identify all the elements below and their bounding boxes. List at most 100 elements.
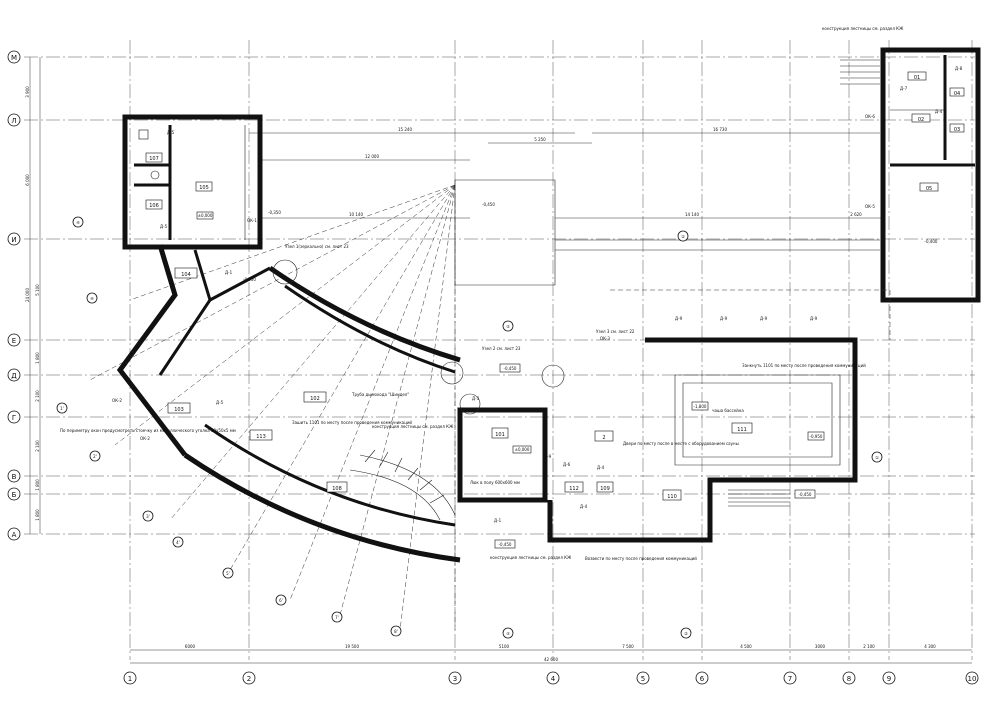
svg-text:чаша бассейна: чаша бассейна	[712, 408, 744, 413]
axis-marker-10: 10	[965, 671, 979, 685]
svg-text:3 900: 3 900	[25, 86, 30, 98]
local-markers: ④ ② ③ ③ ② ① ④	[72, 216, 883, 639]
svg-text:Люк в полу 600х600 мм: Люк в полу 600х600 мм	[470, 480, 520, 485]
axis-marker-l: Л	[7, 113, 21, 127]
svg-text:Д-3: Д-3	[472, 396, 480, 401]
svg-text:Труба дымохода "Шиндел": Труба дымохода "Шиндел"	[351, 392, 409, 397]
svg-text:112: 112	[569, 486, 579, 492]
svg-text:8': 8'	[394, 629, 398, 634]
svg-text:3000: 3000	[815, 644, 826, 649]
svg-text:Д-7: Д-7	[900, 86, 908, 91]
top-right-stair: конструкция лестницы см. раздел КЖ	[822, 26, 904, 85]
svg-text:Д-1: Д-1	[225, 270, 233, 275]
svg-text:ОК-2: ОК-2	[140, 436, 150, 441]
svg-text:4 500: 4 500	[740, 644, 752, 649]
svg-text:конструкция лестницы см. разде: конструкция лестницы см. раздел КЖ	[822, 26, 904, 31]
axis-marker-5: 5	[636, 671, 650, 685]
axis-marker-1: 1	[123, 671, 137, 685]
svg-text:113: 113	[256, 434, 266, 440]
axis-marker-6: 6	[695, 671, 709, 685]
door-labels: Д-5 Д-5 Д-1 Д-5 Д-3 Д-9 Д-6 Д-4 Д-4 Д-1 …	[160, 66, 963, 523]
svg-text:4 300: 4 300	[924, 644, 936, 649]
svg-text:Г: Г	[12, 414, 16, 422]
svg-text:105: 105	[199, 185, 209, 191]
axis-marker-d: Д	[7, 368, 21, 382]
svg-text:1: 1	[128, 675, 132, 683]
svg-text:М: М	[11, 54, 17, 62]
svg-text:ОК-1: ОК-1	[247, 218, 257, 223]
radial-guides	[89, 184, 456, 631]
svg-text:-1,800: -1,800	[694, 404, 707, 409]
svg-text:Д-4: Д-4	[597, 465, 605, 470]
svg-text:Занкнуть 1101 по месту после п: Занкнуть 1101 по месту после проведения …	[742, 363, 866, 368]
svg-text:8: 8	[847, 675, 851, 683]
svg-text:③: ③	[506, 631, 510, 636]
svg-text:±0,000: ±0,000	[198, 213, 213, 218]
detail-callouts	[272, 259, 565, 415]
svg-text:109: 109	[600, 486, 610, 492]
curved-building-body: 104 103 113 102 108 ОК-1 ОК-2 ОК-2 -0,35…	[112, 210, 461, 563]
pool-stair	[728, 489, 790, 507]
axis-marker-a: А	[7, 527, 21, 541]
svg-text:42 600: 42 600	[544, 657, 558, 662]
grid-lines	[24, 40, 975, 660]
svg-text:④: ④	[76, 220, 80, 225]
svg-text:15 240: 15 240	[398, 127, 412, 132]
svg-text:-0,950: -0,950	[810, 434, 823, 439]
svg-text:ОК-3: ОК-3	[600, 336, 610, 341]
svg-text:02: 02	[918, 117, 924, 123]
svg-text:-0,950: -0,950	[243, 277, 256, 282]
axis-marker-2: 2	[242, 671, 256, 685]
bottom-dimension-chain: 6000 19 500 5100 7 500 4 500 3000 2 100 …	[130, 644, 972, 664]
svg-text:2': 2'	[93, 454, 97, 459]
svg-text:ОК-5: ОК-5	[865, 204, 875, 209]
svg-text:3': 3'	[146, 514, 150, 519]
svg-text:В: В	[12, 473, 17, 481]
svg-text:5100: 5100	[499, 644, 510, 649]
svg-text:конструкция лестницы см. разде: конструкция лестницы см. раздел КЖ	[372, 424, 454, 429]
svg-text:6000: 6000	[185, 644, 196, 649]
arc-axis-markers: 1' 2' 3' 4' 5' 6' 7' 8'	[56, 402, 402, 637]
svg-text:2: 2	[602, 435, 605, 441]
svg-text:101: 101	[495, 432, 505, 438]
svg-text:③: ③	[506, 324, 510, 329]
svg-text:104: 104	[181, 272, 191, 278]
svg-text:24 000: 24 000	[25, 288, 30, 302]
svg-text:Узел 3 см. лист 22: Узел 3 см. лист 22	[596, 329, 635, 334]
svg-text:16 730: 16 730	[713, 127, 727, 132]
svg-text:-0,350: -0,350	[268, 210, 281, 215]
left-axis-markers: М Л И Е Д Г В Б А	[7, 50, 21, 541]
axis-marker-i: И	[7, 232, 21, 246]
svg-text:6': 6'	[279, 598, 283, 603]
svg-text:12 000: 12 000	[365, 154, 379, 159]
left-dimension-chain: 3 900 6 000 24 000 5 100 1 800 2 100 2 1…	[25, 57, 41, 534]
svg-text:Узел 1(зеркально) см. лист 23: Узел 1(зеркально) см. лист 23	[285, 244, 349, 249]
north-west-block: 107 105 106 ±0,000	[122, 114, 263, 250]
svg-text:Зашить 1101 по месту после про: Зашить 1101 по месту после проведения ко…	[292, 420, 412, 425]
svg-text:7 500: 7 500	[622, 644, 634, 649]
svg-text:-0,450: -0,450	[482, 202, 495, 207]
axis-marker-g: Г	[7, 410, 21, 424]
svg-text:Д: Д	[11, 372, 17, 380]
svg-text:102: 102	[310, 396, 320, 402]
svg-text:5 100: 5 100	[35, 284, 40, 296]
svg-text:±0,000: ±0,000	[515, 447, 530, 452]
svg-text:-0,450: -0,450	[499, 542, 512, 547]
svg-text:-0,400: -0,400	[925, 239, 938, 244]
svg-text:1': 1'	[60, 406, 64, 411]
svg-text:ОК-2: ОК-2	[112, 398, 122, 403]
svg-text:1 800: 1 800	[35, 509, 40, 521]
top-dimension-lines: 15 240 12 000 10 140 5 250 16 730 14 140…	[249, 127, 882, 219]
svg-text:①: ①	[875, 455, 879, 460]
svg-text:Л: Л	[11, 117, 16, 125]
svg-text:Е: Е	[12, 337, 16, 345]
svg-text:Д-1: Д-1	[494, 518, 502, 523]
svg-text:5 250: 5 250	[534, 137, 546, 142]
svg-text:Д-6: Д-6	[563, 462, 571, 467]
svg-text:Д-5: Д-5	[160, 224, 168, 229]
axis-marker-b: Б	[7, 487, 21, 501]
drawing-notes: Узел 1(зеркально) см. лист 23 Узел 2 см.…	[60, 244, 866, 561]
svg-text:6 000: 6 000	[25, 174, 30, 186]
svg-text:Д-8: Д-8	[955, 66, 963, 71]
